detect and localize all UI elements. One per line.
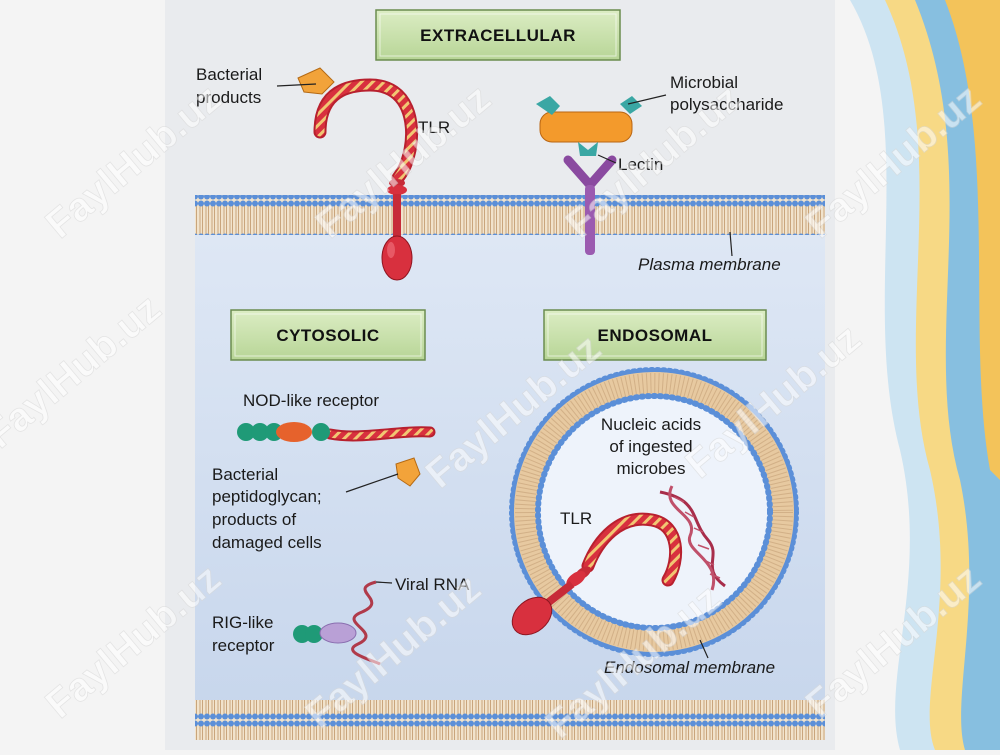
label-rig-like-2: receptor [212,636,275,655]
label-peptidoglycan-1: Bacterial [212,465,278,484]
endosomal-tlr [511,512,683,636]
lectin-receptor [563,155,617,255]
label-microbial-2: polysaccharide [670,95,783,114]
viral-rna-strand [351,580,381,666]
label-endosomal-membrane: Endosomal membrane [604,658,775,677]
extracellular-title: EXTRACELLULAR [420,26,576,45]
label-viral-rna: Viral RNA [395,575,470,594]
label-nucleic-3: microbes [617,459,686,478]
label-peptidoglycan-4: damaged cells [212,533,322,552]
label-rig-like-1: RIG-like [212,613,273,632]
label-tlr-endosomal: TLR [560,509,592,528]
nod-like-receptor [237,422,436,442]
label-nucleic-1: Nucleic acids [601,415,701,434]
endosomal-title: ENDOSOMAL [598,326,713,345]
cytosolic-title: CYTOSOLIC [276,326,379,345]
label-microbial-1: Microbial [670,73,738,92]
rig-like-receptor [293,622,357,644]
decorative-ribbon [850,0,1000,750]
label-peptidoglycan-2: peptidoglycan; [212,487,322,506]
label-nod-like-receptor: NOD-like receptor [243,391,379,410]
dna-helix [659,485,726,591]
endosomal-box: ENDOSOMAL [543,309,767,361]
label-lectin: Lectin [618,155,663,174]
label-plasma-membrane: Plasma membrane [638,255,781,274]
plasma-membrane-top [195,195,825,235]
bacterial-product-shape [297,67,335,95]
label-bacterial-products-1: Bacterial [196,65,262,84]
label-peptidoglycan-3: products of [212,510,296,529]
plasma-membrane-bottom [195,700,825,740]
label-nucleic-2: of ingested [609,437,692,456]
label-bacterial-products-2: products [196,88,261,107]
peptidoglycan-shape [395,457,421,487]
leader-lines [276,83,733,659]
microbial-polysaccharide [536,96,642,156]
label-tlr-surface: TLR [418,118,450,137]
extracellular-box: EXTRACELLULAR [375,9,621,61]
surface-tlr [313,78,419,281]
cytosolic-box: CYTOSOLIC [230,309,426,361]
